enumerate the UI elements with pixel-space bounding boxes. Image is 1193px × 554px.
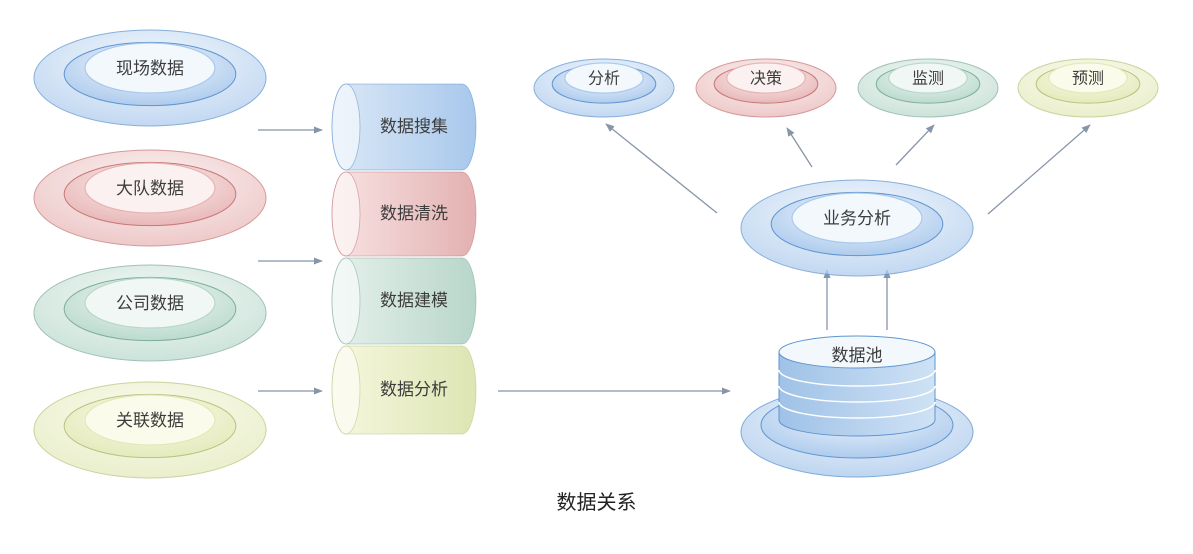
pool-label: 数据池: [832, 346, 883, 366]
output-disk-2-label: 决策: [750, 69, 782, 88]
output-disk-4: 预测: [1017, 58, 1159, 118]
pipeline-cylinder-2-label: 数据清洗: [380, 204, 448, 224]
output-disks: 分析 决策 监测 预测: [533, 58, 1159, 118]
pool-cylinder-body: [778, 351, 936, 437]
source-disk-2: 大队数据: [33, 149, 267, 247]
flow-arrows: [258, 123, 1091, 395]
pool-layer-line: [778, 385, 936, 403]
output-disk-2: 决策: [695, 58, 837, 118]
pool-cylinder-top: [778, 335, 936, 369]
pipeline-cylinder-3-label: 数据建模: [380, 291, 448, 311]
business-disk: 业务分析: [740, 179, 974, 277]
pipeline-cylinder-1-label: 数据搜集: [380, 117, 448, 137]
pipeline-cylinder-1: 数据搜集: [331, 83, 477, 171]
output-disk-1: 分析: [533, 58, 675, 118]
pool-layer-line: [778, 369, 936, 387]
source-disk-4-label: 关联数据: [116, 411, 184, 431]
output-disk-1-label: 分析: [588, 69, 620, 88]
business-analysis-disk-label: 业务分析: [823, 209, 891, 229]
arrow-business-to-juece: [786, 127, 813, 168]
source-disk-4: 关联数据: [33, 381, 267, 479]
pipeline-cylinder-4: 数据分析: [331, 345, 477, 435]
arrow-business-to-jiance: [895, 124, 935, 166]
diagram-title: 数据关系: [556, 490, 637, 514]
business-analysis-disk: 业务分析: [740, 179, 974, 277]
arrow-business-to-yuce: [987, 124, 1091, 215]
source-disk-1: 现场数据: [33, 29, 267, 127]
pipeline-cylinder-3: 数据建模: [331, 257, 477, 345]
output-disk-4-label: 预测: [1072, 69, 1104, 88]
source-disk-1-label: 现场数据: [116, 59, 184, 79]
output-disk-3: 监测: [857, 58, 999, 118]
output-disk-3-label: 监测: [912, 69, 944, 88]
pipeline-cylinder-2: 数据清洗: [331, 171, 477, 257]
source-disk-3: 公司数据: [33, 264, 267, 362]
pipeline-cylinder-4-label: 数据分析: [380, 380, 448, 400]
data-pool-stack: 数据池: [740, 335, 974, 478]
pool-layer-line: [778, 401, 936, 419]
source-disk-2-label: 大队数据: [116, 179, 184, 199]
source-disk-3-label: 公司数据: [116, 294, 184, 314]
arrow-business-to-fenxi: [605, 123, 718, 214]
